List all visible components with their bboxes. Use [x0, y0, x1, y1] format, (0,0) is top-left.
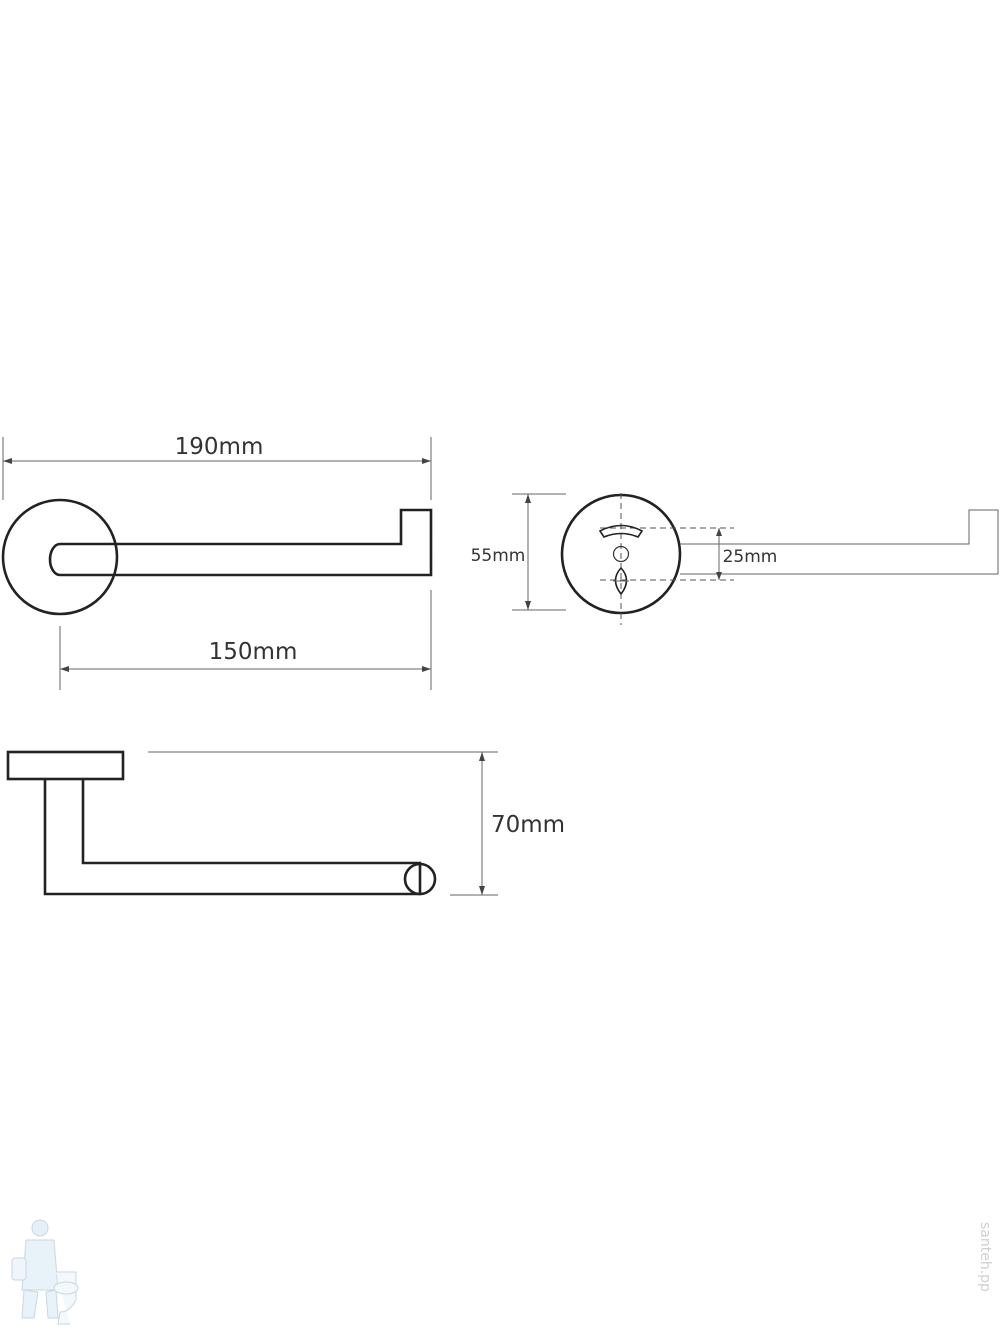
dimension-label-55: 55mm: [471, 546, 526, 566]
dimension-55: 55mm: [471, 493, 566, 611]
base-plate: [6, 750, 125, 781]
dimension-190: 190mm: [2, 434, 432, 500]
dimension-label-150: 150mm: [209, 639, 298, 665]
holder-arm: [48, 508, 433, 577]
screw-hole-icon: [612, 545, 630, 563]
lower-slot-icon: [614, 566, 628, 596]
dimension-label-190: 190mm: [175, 434, 264, 460]
top-view: 70mm: [6, 750, 565, 896]
dimension-70: 70mm: [148, 751, 565, 896]
holder-arm-side: [680, 509, 999, 575]
dimension-25: 25mm: [716, 528, 777, 580]
front-view: 190mm 150mm: [1, 434, 433, 690]
watermark-text: santeh.pp: [977, 1222, 993, 1292]
holder-arm-top: [43, 779, 422, 896]
dimension-150: 150mm: [59, 590, 432, 690]
arm-end-cap: [403, 862, 437, 896]
keyhole-slot-icon: [598, 524, 644, 538]
dimension-label-70: 70mm: [491, 812, 565, 838]
rosette-circle: [1, 498, 119, 616]
dimension-label-25: 25mm: [723, 547, 778, 567]
plumber-with-toilet-icon: [11, 1219, 79, 1325]
side-view: 55mm 25mm: [471, 493, 999, 625]
